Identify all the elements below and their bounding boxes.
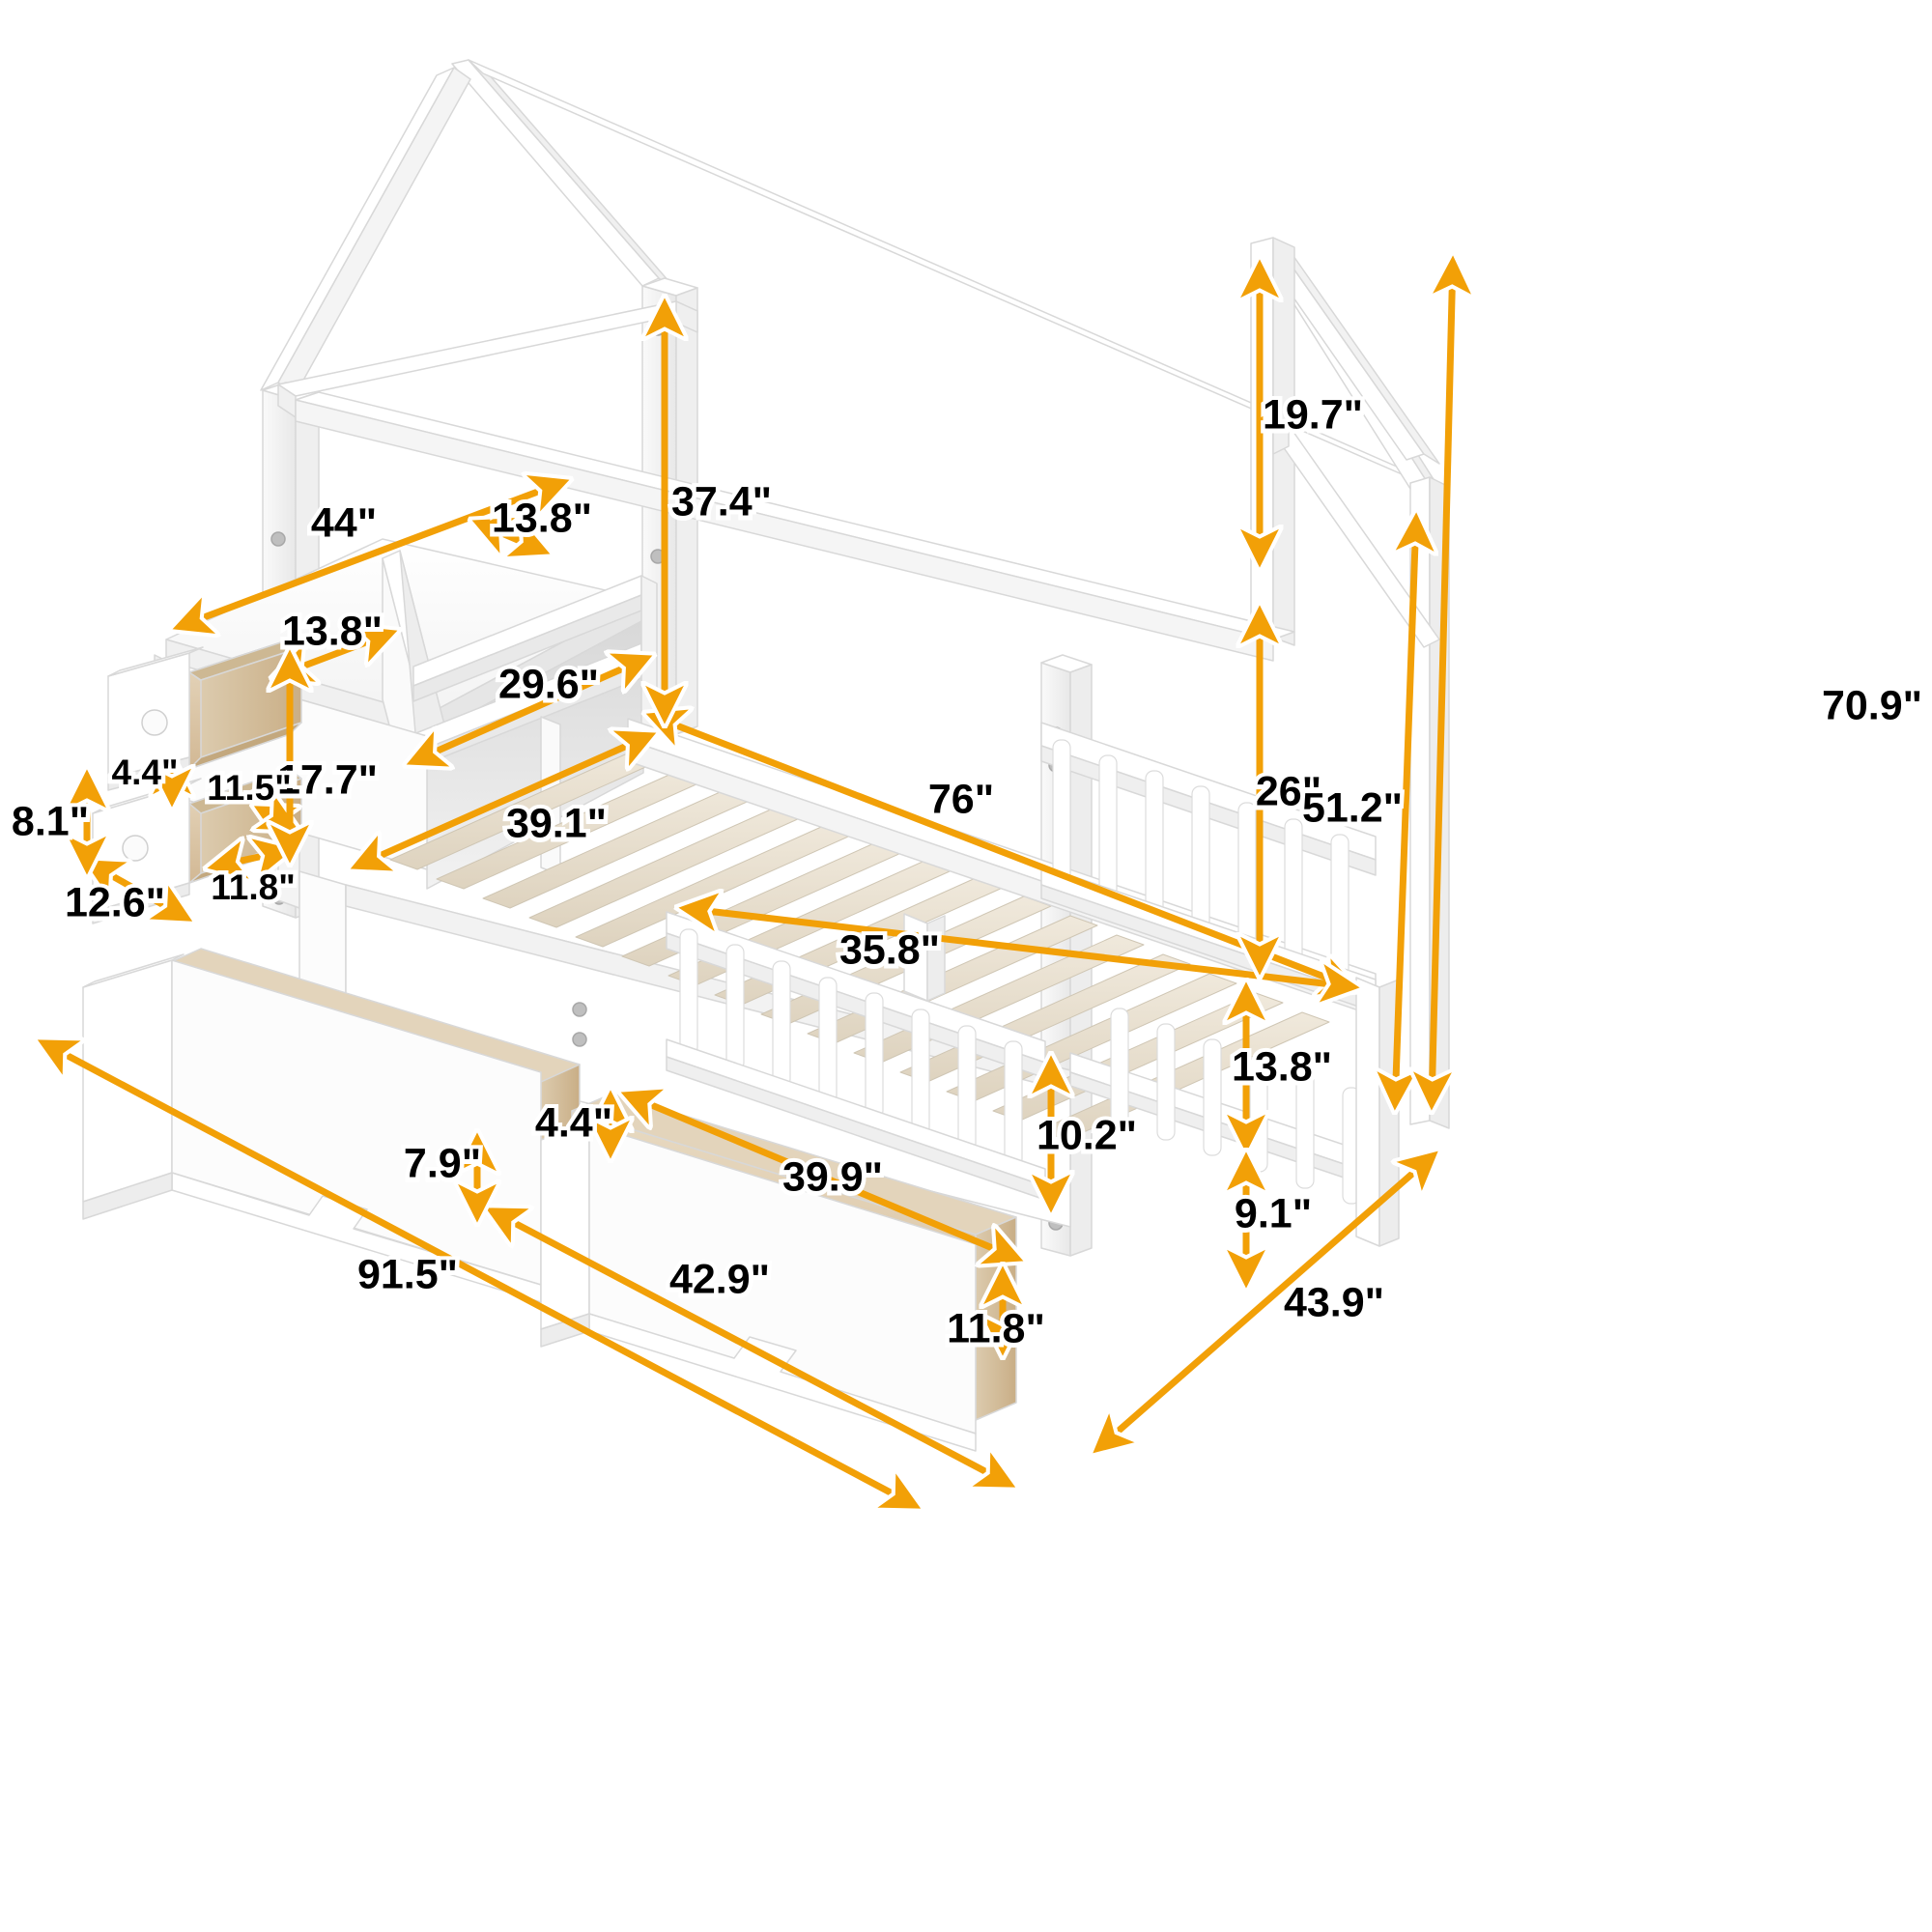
dim-label-halo: 13.8" xyxy=(487,491,596,546)
dim-label-big-drawer-depth: 11.8"11.8" xyxy=(943,1301,1050,1356)
dim-label-small-drawer-inner-w: 11.5"11.5" xyxy=(203,764,296,812)
dim-label-text: 42.9" xyxy=(668,1256,771,1303)
dim-label-house-post-height: 37.4"37.4" xyxy=(667,474,776,529)
dim-label-text: 29.6" xyxy=(497,661,600,708)
dim-label-text: 4.4" xyxy=(534,1099,613,1147)
dim-label-halo: 13.8" xyxy=(1227,1039,1336,1094)
dim-label-overall-depth: 43.9"43.9" xyxy=(1279,1275,1388,1330)
dim-label-halo: 37.4" xyxy=(667,474,776,529)
dim-label-text: 11.8" xyxy=(211,867,296,907)
dim-label-halo: 70.9" xyxy=(1817,678,1926,733)
dim-label-text: 76" xyxy=(927,776,995,823)
dim-label-halo: 10.2" xyxy=(1032,1108,1141,1163)
dim-label-halo: 11.8" xyxy=(943,1301,1050,1356)
dim-label-text: 4.4" xyxy=(111,753,179,792)
dim-line-42_9 xyxy=(489,1209,1012,1486)
dim-label-nightstand-top-width: 44"44" xyxy=(306,496,381,551)
dim-label-text: 9.1" xyxy=(1234,1190,1313,1237)
dim-label-halo: 13.8" xyxy=(277,604,386,659)
dim-line-91_5 xyxy=(41,1041,918,1507)
dim-label-shelf-depth: 13.8"13.8" xyxy=(277,604,386,659)
dim-label-halo: 26" xyxy=(1251,764,1325,819)
dim-label-small-drawer-width: 12.6"12.6" xyxy=(60,875,169,930)
dim-label-text: 8.1" xyxy=(11,798,90,845)
dim-label-text: 26" xyxy=(1255,768,1322,815)
dim-label-text: 12.6" xyxy=(64,879,166,926)
dim-label-halo: 9.1" xyxy=(1230,1186,1316,1241)
dim-label-halo: 12.6" xyxy=(60,875,169,930)
dim-label-deck-to-floor: 10.2"10.2" xyxy=(1032,1108,1141,1163)
dim-label-halo: 43.9" xyxy=(1279,1275,1388,1330)
dim-label-text: 44" xyxy=(310,499,378,547)
dim-line-39_1 xyxy=(354,734,653,867)
dim-label-halo: 44" xyxy=(306,496,381,551)
dim-label-guardrail-height: 13.8"13.8" xyxy=(1227,1039,1336,1094)
dim-line-44 xyxy=(176,481,566,628)
dim-label-text: 51.2" xyxy=(1301,784,1404,832)
dim-label-halo: 42.9" xyxy=(665,1252,774,1307)
dim-label-halo: 76" xyxy=(923,772,998,827)
roof-gable-left xyxy=(260,59,1431,503)
dim-label-halo: 11.8" xyxy=(207,864,299,912)
dim-label-text: 39.1" xyxy=(505,800,608,847)
dim-label-halo: 39.1" xyxy=(501,796,611,851)
dim-label-roof-to-rail-height: 26"26" xyxy=(1251,764,1325,819)
dim-line-39_9 xyxy=(624,1094,1020,1260)
dim-line-11_8-small xyxy=(211,850,290,867)
dim-label-halo: 29.6" xyxy=(494,657,603,712)
dim-label-text: 35.8" xyxy=(838,926,941,974)
dim-label-text: 37.4" xyxy=(670,478,773,526)
dim-label-halo: 7.9" xyxy=(399,1136,485,1191)
dim-label-halo: 4.4" xyxy=(530,1095,616,1151)
dim-label-text: 43.9" xyxy=(1283,1279,1385,1326)
dim-label-overall-length: 91.5"91.5" xyxy=(353,1247,462,1302)
dim-label-nightstand-top-depth: 13.8"13.8" xyxy=(487,491,596,546)
dim-label-text: 70.9" xyxy=(1821,682,1923,729)
dim-label-text: 13.8" xyxy=(281,608,384,655)
dim-label-halo: 91.5" xyxy=(353,1247,462,1302)
dim-label-halo: 19.7" xyxy=(1258,387,1367,442)
dim-label-text: 11.5" xyxy=(207,768,292,808)
dim-label-big-drawer-lip: 4.4"4.4" xyxy=(530,1095,616,1151)
dim-label-text: 91.5" xyxy=(356,1251,459,1298)
dim-label-halo: 17.7" xyxy=(272,753,382,808)
dim-label-roof-peak-height: 19.7"19.7" xyxy=(1258,387,1367,442)
dim-label-shelf-width: 29.6"29.6" xyxy=(494,657,603,712)
dim-label-overall-height: 70.9"70.9" xyxy=(1817,678,1926,733)
dim-label-halo: 8.1" xyxy=(7,794,93,849)
dim-label-halo: 39.9" xyxy=(778,1150,887,1205)
dim-label-small-drawer-depth: 11.8"11.8" xyxy=(207,864,299,912)
dim-label-small-drawer-height: 8.1"8.1" xyxy=(7,794,93,849)
dim-label-halo: 4.4" xyxy=(107,749,183,797)
dim-label-text: 11.8" xyxy=(947,1305,1045,1352)
dim-line-70_9 xyxy=(1432,259,1453,1107)
dim-label-floor-clearance: 9.1"9.1" xyxy=(1230,1186,1316,1241)
dim-label-text: 17.7" xyxy=(276,756,379,804)
dim-label-drawer-unit-height: 17.7"17.7" xyxy=(272,753,382,808)
dim-label-text: 13.8" xyxy=(1231,1043,1333,1091)
dim-line-13_8-top xyxy=(475,522,547,553)
dim-label-small-drawer-gap: 4.4"4.4" xyxy=(107,749,183,797)
dim-label-text: 39.9" xyxy=(781,1153,884,1201)
dim-label-halo: 51.2" xyxy=(1297,781,1406,836)
dim-label-text: 19.7" xyxy=(1262,391,1364,439)
dim-label-text: 13.8" xyxy=(491,495,593,542)
dim-label-halo: 35.8" xyxy=(835,923,944,978)
dim-label-text: 10.2" xyxy=(1036,1112,1138,1159)
dim-label-bed-length: 76"76" xyxy=(923,772,998,827)
dim-label-bed-inner-width: 35.8"35.8" xyxy=(835,923,944,978)
dim-label-headboard-height: 51.2"51.2" xyxy=(1297,781,1406,836)
dim-label-front-drawer-length: 42.9"42.9" xyxy=(665,1252,774,1307)
dim-label-big-drawer-length: 39.9"39.9" xyxy=(778,1150,887,1205)
top-long-rail xyxy=(295,391,1295,662)
dim-label-text: 7.9" xyxy=(403,1140,482,1187)
roof-gable-right xyxy=(1255,239,1444,496)
dim-label-big-drawer-height: 7.9"7.9" xyxy=(399,1136,485,1191)
dim-label-halo: 11.5" xyxy=(203,764,296,812)
dim-label-mattress-width: 39.1"39.1" xyxy=(501,796,611,851)
dim-line-43_9 xyxy=(1095,1153,1435,1451)
